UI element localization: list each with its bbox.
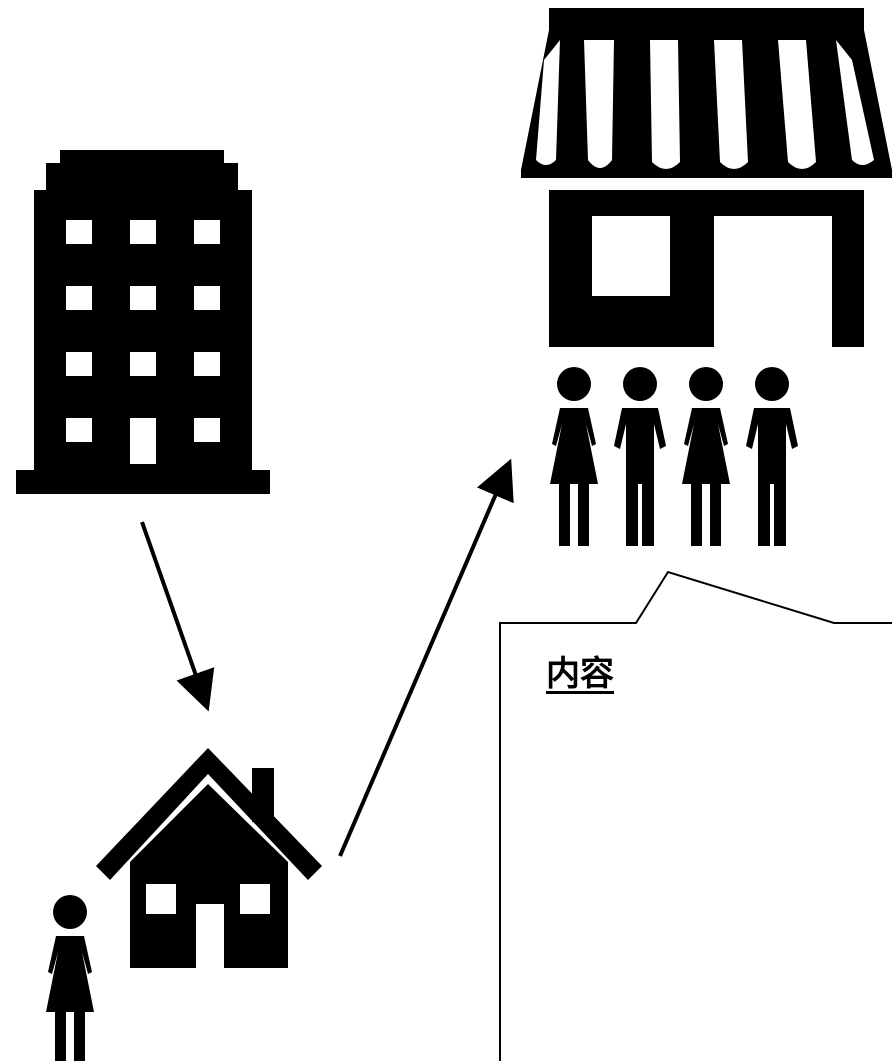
person-woman-1 <box>550 367 598 546</box>
callout-label: 内容 <box>546 654 614 694</box>
person-woman-2 <box>682 367 730 546</box>
arrow-building-to-house <box>140 521 215 712</box>
arrow-house-to-shop <box>338 458 514 857</box>
house-icon <box>96 748 322 968</box>
person-man-2 <box>746 367 798 546</box>
callout-box <box>499 570 892 1061</box>
person-man-1 <box>614 367 666 546</box>
shop-storefront-icon <box>521 8 892 347</box>
group-of-people-icon <box>550 367 798 546</box>
office-building-icon <box>16 150 270 494</box>
woman-icon <box>46 895 94 1061</box>
